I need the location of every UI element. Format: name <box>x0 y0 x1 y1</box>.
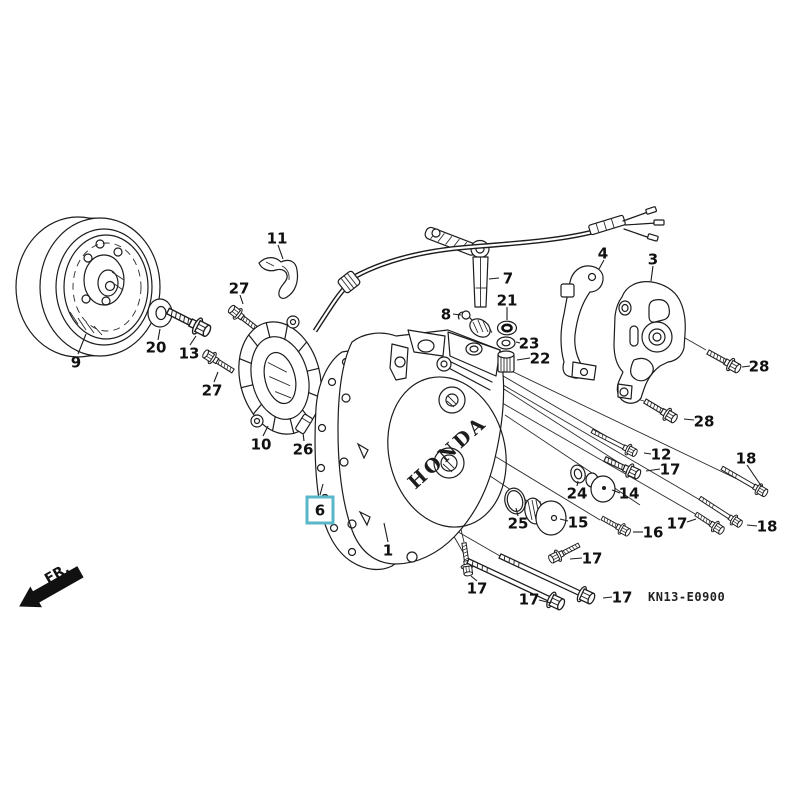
part-oring-25 <box>504 487 526 515</box>
part-label-28: 28 <box>694 413 715 431</box>
cable-grommet <box>337 270 361 294</box>
part-label-20: 20 <box>146 339 167 357</box>
part-cover-3 <box>613 281 686 404</box>
stator-wire-harness <box>312 206 665 333</box>
part-bolt-28b <box>640 394 681 427</box>
part-label-23: 23 <box>519 335 540 353</box>
part-label-26: 26 <box>293 441 314 459</box>
part-collar-22 <box>497 350 515 373</box>
part-bolt-17c <box>546 538 583 567</box>
front-arrow-icon <box>19 566 84 608</box>
part-stator-10 <box>238 315 322 435</box>
part-bolt-13 <box>163 302 215 341</box>
part-bolt-16 <box>598 512 633 539</box>
drawing-code: KN13-E0900 <box>648 590 725 604</box>
part-washer-14 <box>585 472 616 503</box>
part-label-1: 1 <box>383 542 393 560</box>
part-washer-23 <box>496 336 516 350</box>
part-label-7: 7 <box>503 270 513 288</box>
part-bracket-11 <box>258 257 299 299</box>
part-guard-4 <box>560 265 604 381</box>
part-cap-15 <box>524 497 567 536</box>
part-washer-21 <box>496 320 518 336</box>
part-label-15: 15 <box>568 514 589 532</box>
part-rod-7 <box>424 226 490 308</box>
part-label-28: 28 <box>749 358 770 376</box>
part-label-14: 14 <box>619 485 640 503</box>
part-label-6[interactable]: 6 <box>315 502 325 520</box>
part-label-17: 17 <box>660 461 681 479</box>
part-label-12: 12 <box>651 446 672 464</box>
part-label-24: 24 <box>567 485 588 503</box>
part-label-17: 17 <box>467 580 488 598</box>
part-bolt-27b <box>199 346 237 377</box>
part-label-16: 16 <box>643 524 664 542</box>
part-oring-24 <box>570 464 586 484</box>
label-leader-lines <box>77 244 763 604</box>
part-label-4: 4 <box>598 245 608 263</box>
part-spring-8 <box>457 310 493 338</box>
part-label-27: 27 <box>202 382 223 400</box>
part-label-17: 17 <box>667 515 688 533</box>
part-label-18: 18 <box>736 450 757 468</box>
part-label-25: 25 <box>508 515 529 533</box>
part-label-10: 10 <box>251 436 272 454</box>
part-label-22: 22 <box>530 350 551 368</box>
part-label-13: 13 <box>179 345 200 363</box>
part-label-11: 11 <box>267 230 288 248</box>
part-label-8: 8 <box>441 306 451 324</box>
part-label-17: 17 <box>582 550 603 568</box>
part-bolt-18a <box>718 462 771 500</box>
part-label-17: 17 <box>612 589 633 607</box>
part-label-21: 21 <box>497 292 518 310</box>
highlight-box-part-6[interactable] <box>305 495 335 525</box>
part-label-17: 17 <box>519 591 540 609</box>
part-label-3: 3 <box>648 251 658 269</box>
part-cover-1: HONDA <box>337 329 507 565</box>
part-dowel-26 <box>295 413 313 435</box>
part-label-27: 27 <box>229 280 250 298</box>
front-direction-marker: FR. <box>19 561 84 608</box>
part-label-9: 9 <box>71 354 81 372</box>
part-flywheel-9 <box>15 216 161 358</box>
part-label-18: 18 <box>757 518 778 536</box>
wire-connector-terminals <box>588 206 665 242</box>
part-bolt-18b <box>696 492 745 531</box>
part-bolt-28a <box>704 345 744 377</box>
